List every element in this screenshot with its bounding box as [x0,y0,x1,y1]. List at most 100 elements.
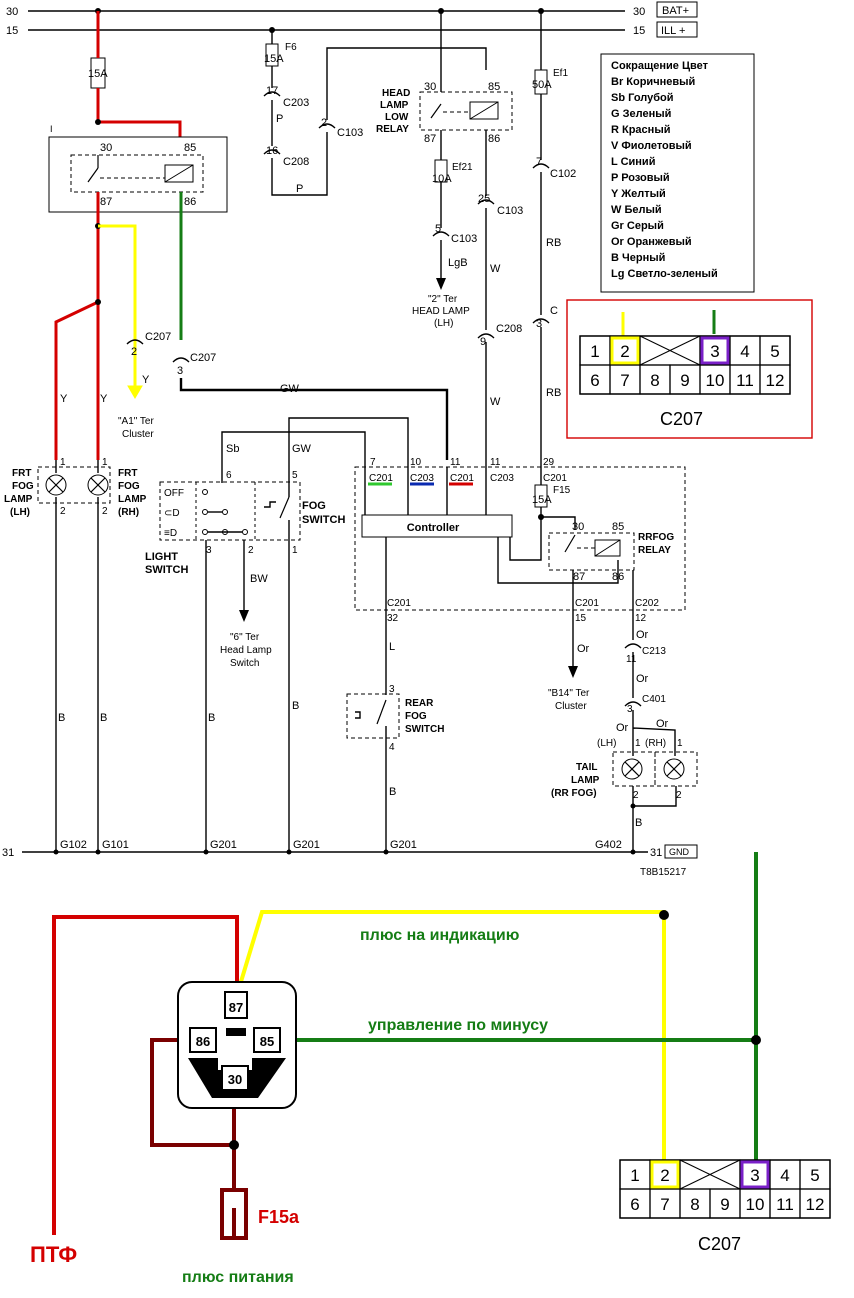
lh-ref-l3: (LH) [434,318,453,329]
c213-pin11: 11 [626,654,637,665]
light-switch-p6: 6 [226,470,232,481]
top-relay-30: 30 [100,142,112,154]
tail-l3: (RR FOG) [551,788,597,799]
head-relay-l4: RELAY [376,124,409,135]
wire-b5: B [389,786,396,798]
rail-31-left: 31 [2,847,14,859]
f6-value: 15A [264,53,284,65]
light-switch-off: OFF [164,488,184,499]
ef21-value: 10A [432,173,452,185]
wire-y2: Y [100,393,108,405]
wire-y3: Y [142,374,150,386]
head-relay-30: 30 [424,81,436,93]
c103-pin25: 25 [478,193,490,205]
wire-l: L [389,641,395,653]
front-fog-lamps: 1 1 2 2 FRT FOG LAMP (LH) FRT FOG LAMP (… [4,457,147,852]
legend-row: L Синий [611,156,655,168]
wire-or1: Or [577,643,590,655]
c203-label: C203 [283,97,309,109]
ctrl-c202: C202 [635,598,659,609]
red-wire-left [54,192,100,460]
fog-switch: 5 1 FOG SWITCH B [264,470,345,852]
head-relay-87: 87 [424,133,436,145]
connector-pin: 6 [630,1195,639,1214]
g102: G102 [60,839,87,851]
legend-row: V Фиолетовый [611,140,692,152]
rail-30-left: 30 [6,6,18,18]
c208-label-b: C208 [496,323,522,335]
ef1-branch: Ef1 50A 7 C102 RB 3 C RB [532,11,576,467]
rear-fog-p4: 4 [389,742,395,753]
wire-gw2: GW [292,443,312,455]
connector-pin: 8 [690,1195,699,1214]
fog-rh-l4: (RH) [118,507,139,518]
f6-name: F6 [285,42,297,53]
rrfog-l1: RRFOG [638,532,674,543]
ctrl-p11a: 11 [450,457,461,468]
lh-ref-l1: "2" Ter [428,294,458,305]
fuse-f15a-label: F15a [258,1207,300,1227]
fog-rh-pin1: 1 [102,457,108,468]
tail-p2a: 2 [633,790,639,801]
headlight-icon: ≡D [164,528,177,539]
rrfog-l2: RELAY [638,545,671,556]
fog-lh-l2: FOG [12,481,34,492]
c103-pin5: 5 [435,223,441,235]
c213-label: C213 [642,646,666,657]
wire-or2: Or [636,629,649,641]
c401-label: C401 [642,694,666,705]
legend-row: Y Желтый [611,188,666,200]
ef21-name: Ef21 [452,162,473,173]
wire-b2: B [100,712,107,724]
connector-pin: 5 [810,1166,819,1185]
ctrl-p7: 7 [370,457,376,468]
ctrl-c203a: C203 [410,473,434,484]
head-relay-l3: LOW [385,112,409,123]
c208-label: C208 [283,156,309,168]
ctrl-p29: 29 [543,457,555,468]
fog-rh-l2: FOG [118,481,140,492]
relay-big: 87 86 85 30 [177,981,297,1109]
c103-label-c: C103 [497,205,523,217]
ctrl-p10: 10 [410,457,422,468]
wire-p2: P [296,183,303,195]
yellow-wire-c207 [98,224,137,390]
fog-lh-l1: FRT [12,468,31,479]
fog-switch-p5: 5 [292,470,298,481]
connector-cell [799,1188,831,1219]
fog-lh-pin2: 2 [60,506,66,517]
connector-pin: 12 [766,371,785,390]
wire-gw1: GW [280,383,300,395]
c401-pin3: 3 [627,704,633,715]
legend-row: Gr Серый [611,220,664,232]
light-switch-l2: SWITCH [145,564,188,576]
rrfog-87: 87 [573,571,585,583]
legend-row: B Черный [611,252,665,264]
indication-label: плюс на индикацию [360,927,520,944]
wire-rb2: RB [546,387,561,399]
c-pin3: 3 [536,318,542,330]
legend-row: Br Коричневый [611,76,695,88]
ctrl-p15: 15 [575,613,587,624]
a1-ref-line1: "A1" Ter [118,416,154,427]
head-relay-85: 85 [488,81,500,93]
bat-box [656,1,698,18]
relay-pin-30: 30 [228,1072,242,1087]
diagram-code: T8B15217 [640,867,687,878]
control-label: управление по минусу [368,1017,548,1034]
legend-row: P Розовый [611,172,670,184]
fog-rh-l3: LAMP [118,494,147,505]
c207-panel-label-bottom: C207 [698,1234,741,1254]
fog-rh-l1: FRT [118,468,137,479]
tail-l2: LAMP [571,775,600,786]
hand-drawn-wiring: F15a ПТФ плюс питания плюс на индикацию … [30,852,761,1286]
light-switch-p2: 2 [248,545,254,556]
wire-bw: BW [250,573,268,585]
wire-b4: B [292,700,299,712]
c207-label-b: C207 [190,352,216,364]
power-rails: 30 15 30 15 BAT+ ILL + [6,1,698,38]
legend-title: Сокращение Цвет [611,60,709,72]
